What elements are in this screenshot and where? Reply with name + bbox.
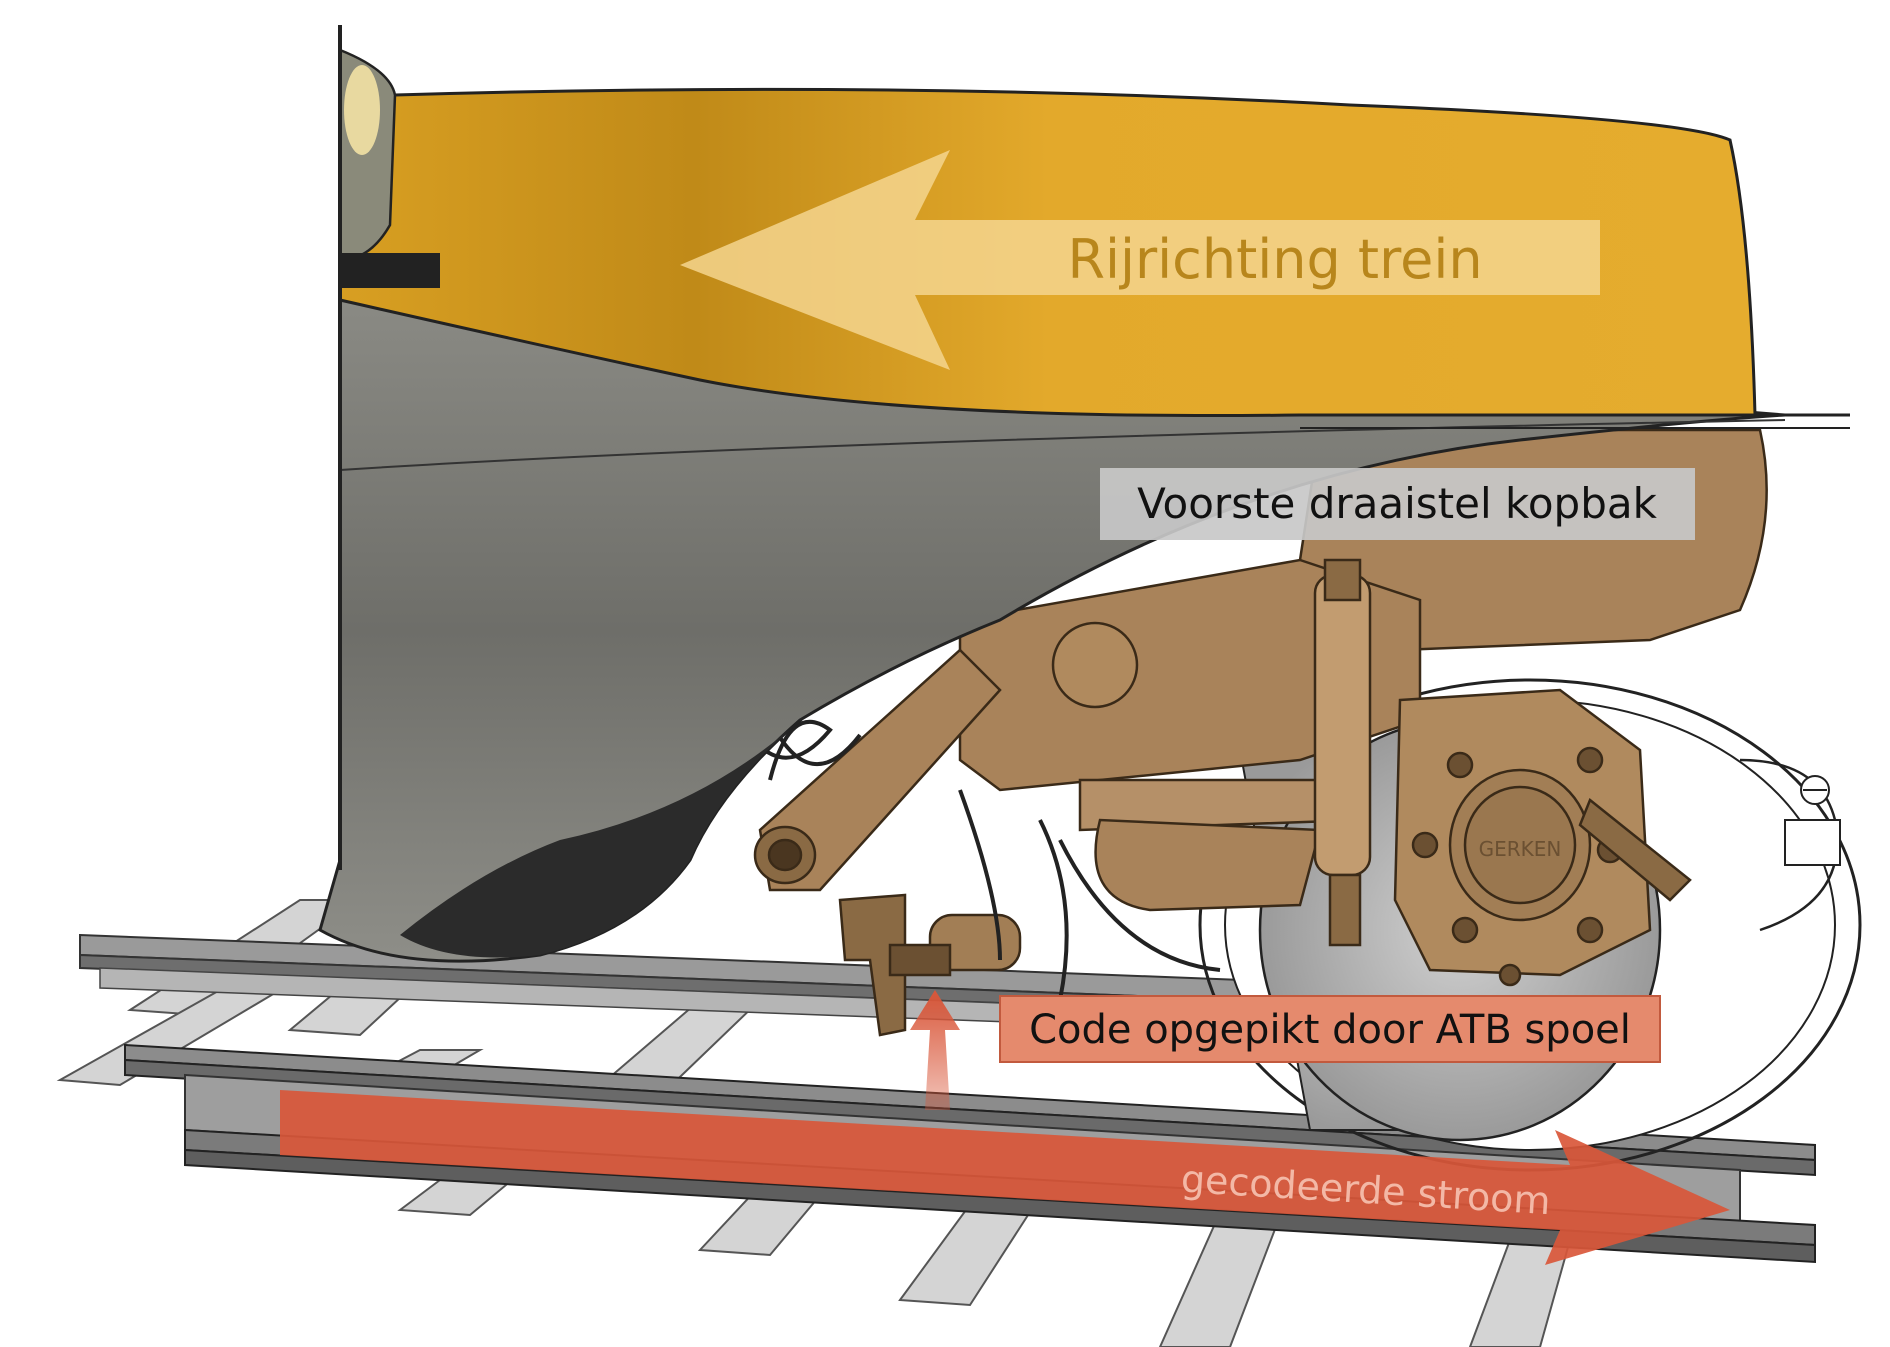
bogie-label-text: Voorste draaistel kopbak (1137, 479, 1658, 528)
direction-arrow: Rijrichting trein (680, 150, 1600, 370)
skirt (318, 298, 1786, 963)
pickup-label: Code opgepikt door ATB spoel (1029, 1007, 1631, 1053)
bogie-label: Voorste draaistel kopbak (1100, 468, 1695, 540)
direction-label: Rijrichting trein (1067, 228, 1482, 291)
hub-brand-label: GERKEN (1479, 837, 1562, 861)
pickup-callout: Code opgepikt door ATB spoel (910, 990, 1661, 1110)
